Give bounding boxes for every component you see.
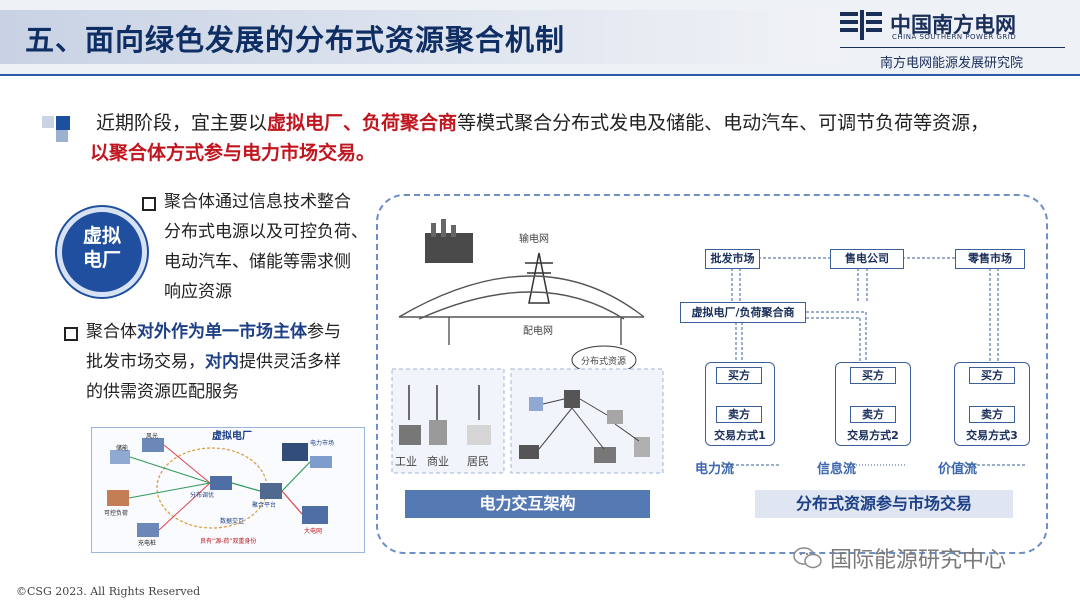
bullet2-line3: 的供需资源匹配服务: [86, 382, 239, 402]
mini-label-optimization: 分布调优: [190, 492, 215, 499]
wholesale-market-box: 批发市场: [705, 249, 760, 269]
vpp-badge: [57, 207, 147, 297]
mini-label-power-market: 电力市场: [310, 440, 335, 447]
trading-mode-2-label: 交易方式2: [847, 429, 899, 442]
header-divider: [0, 74, 1080, 76]
intro-text: 近期阶段，宜主要以: [96, 112, 268, 134]
buyer-box: 买方: [716, 367, 762, 384]
intro-text: 、: [343, 112, 363, 134]
trading-mode-3-label: 交易方式3: [966, 429, 1018, 442]
load-residential-label: 居民: [467, 455, 489, 468]
bullet1-line3: 电动汽车、储能等需求侧: [164, 252, 351, 272]
wechat-icon: [793, 547, 822, 569]
mini-label-dual-identity: 良有“源-荷”双重身份: [200, 538, 257, 545]
logo-english-name: CHINA SOUTHERN POWER GRID: [892, 33, 1017, 41]
bullet2-text: 批发市场交易，: [86, 352, 205, 372]
bullet1-line4: 响应资源: [164, 282, 232, 302]
seller-box: 卖方: [969, 406, 1015, 423]
power-architecture-diagram: 输电网 配电网 分布式资源 工业 商业 居民: [389, 215, 666, 480]
vpp-badge-label: 虚拟 电厂: [63, 224, 141, 272]
vpp-mini-diagram: 虚拟电厂 风光 储能 可控负荷 充电桩 分布调优 聚合平台 电力市场 大电网 数…: [91, 427, 365, 553]
bullet2-emphasis: 对内: [205, 352, 239, 372]
organization-name: 南方电网能源发展研究院: [880, 56, 1024, 71]
aggregator-box: 虚拟电厂/负荷聚合商: [680, 302, 806, 323]
decor-square-icon: [42, 116, 54, 128]
checkbox-bullet-icon: [64, 327, 78, 341]
mini-label-grid: 大电网: [304, 528, 323, 535]
vpp-badge-line2: 电厂: [82, 249, 121, 271]
bullet2-text: 提供灵活多样: [239, 352, 341, 372]
intro-paragraph-line2: 以聚合体方式参与电力市场交易。: [90, 142, 376, 164]
mini-label-data-exchange: 数据交互: [220, 518, 245, 525]
power-flow-label: 电力流: [695, 462, 735, 477]
power-architecture-graphic: [391, 219, 664, 474]
bullet2-line1: 聚合体对外作为单一市场主体参与: [86, 318, 341, 347]
aggregation-framework-panel: [376, 194, 1048, 554]
logo-divider: [840, 47, 1065, 48]
distribution-grid-label: 配电网: [523, 326, 553, 337]
vpp-mini-diagram-graphic: [107, 438, 332, 537]
logo-chinese-name: 中国南方电网: [890, 13, 1016, 37]
mini-diagram-title: 虚拟电厂: [212, 431, 252, 442]
trading-mode-1-label: 交易方式1: [714, 429, 766, 442]
load-industry-label: 工业: [395, 455, 417, 468]
vpp-badge-line1: 虚拟: [82, 225, 121, 247]
intro-text: 等模式聚合分布式发电及储能、电动汽车、可调节负荷等资源，: [457, 112, 990, 134]
bullet1-line2: 分布式电源以及可控负荷、: [164, 222, 368, 242]
seller-box: 卖方: [850, 406, 896, 423]
bullet1-line1: 聚合体通过信息技术整合: [164, 192, 351, 212]
page-title: 五、面向绿色发展的分布式资源聚合机制: [25, 23, 566, 57]
intro-paragraph-line1: 近期阶段，宜主要以虚拟电厂、负荷聚合商等模式聚合分布式发电及储能、电动汽车、可调…: [96, 108, 989, 135]
value-flow-label: 价值流: [938, 462, 978, 477]
mini-label-platform: 聚合平台: [252, 502, 277, 509]
decor-square-icon: [56, 130, 68, 142]
transmission-grid-label: 输电网: [519, 234, 549, 245]
keyword-load-aggregator: 负荷聚合商: [362, 112, 458, 134]
csg-logo-icon: [840, 10, 882, 40]
checkbox-bullet-icon: [142, 197, 156, 211]
mini-label-solar: 风光: [146, 433, 159, 440]
retailer-box: 售电公司: [830, 249, 904, 269]
bullet2-line2: 批发市场交易，对内提供灵活多样: [86, 348, 341, 377]
market-trading-caption: 分布式资源参与市场交易: [755, 490, 1013, 518]
decor-square-icon: [56, 116, 70, 130]
mini-label-controllable-load: 可控负荷: [104, 510, 129, 517]
bullet2-text: 参与: [307, 322, 341, 342]
bullet2-emphasis: 对外作为单一市场主体: [137, 322, 307, 342]
copyright-text: ©CSG 2023. All Rights Reserved: [16, 585, 201, 598]
load-commercial-label: 商业: [427, 455, 449, 468]
buyer-box: 买方: [969, 367, 1015, 384]
mini-label-storage: 储能: [116, 445, 129, 452]
bullet2-text: 聚合体: [86, 322, 137, 342]
architecture-caption: 电力交互架构: [405, 490, 650, 518]
keyword-vpp: 虚拟电厂: [267, 112, 344, 134]
mini-label-charger: 充电桩: [138, 540, 157, 547]
retail-market-box: 零售市场: [955, 249, 1025, 269]
information-flow-label: 信息流: [817, 462, 857, 477]
buyer-box: 买方: [850, 367, 896, 384]
market-trading-connectors: [716, 257, 1025, 466]
title-banner: [0, 10, 840, 64]
seller-box: 卖方: [716, 406, 762, 423]
watermark-text: 国际能源研究中心: [830, 548, 1007, 573]
distributed-resource-label: 分布式资源: [581, 357, 627, 367]
